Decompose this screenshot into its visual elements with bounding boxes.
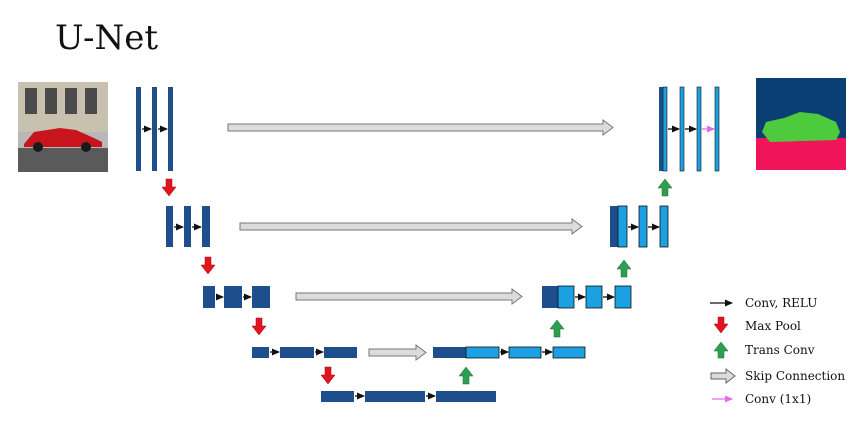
skip-connection-arrow-1: [227, 119, 614, 136]
enc2-block-2: [184, 206, 191, 247]
dec1-block-2: [679, 86, 685, 172]
enc1-block-1: [136, 87, 141, 171]
dec2-upsampled-block: [617, 205, 628, 248]
diagram-title: U-Net: [55, 18, 159, 58]
dec2-block-3: [659, 205, 669, 248]
red-down-arrow-icon: [713, 316, 729, 334]
dec2-copied-block: [610, 206, 618, 247]
green-up-arrow-icon: [713, 341, 729, 359]
dec3-block-3: [614, 285, 632, 309]
enc3-block-2: [224, 286, 242, 308]
bottleneck-block-3: [436, 391, 496, 402]
enc1-block-3: [168, 87, 173, 171]
dec4-copied-block: [433, 347, 466, 358]
enc3-block-3: [252, 286, 270, 308]
legend: Conv, RELU Max Pool Trans Conv Skip Conn…: [710, 296, 845, 406]
skip-connection-arrow-4: [368, 344, 427, 361]
trans-conv-arrow-icon: [458, 366, 474, 385]
dec4-block-2: [508, 346, 542, 359]
dec1-output-block: [714, 86, 720, 172]
bottleneck-block-1: [321, 391, 354, 402]
enc2-block-3: [202, 206, 210, 247]
dec3-block-2: [585, 285, 603, 309]
dec3-copied-block: [542, 286, 558, 308]
dec1-block-3: [696, 86, 702, 172]
dec4-block-3: [552, 346, 586, 359]
max-pool-arrow-icon: [320, 366, 336, 385]
enc2-block-1: [166, 206, 173, 247]
dec3-upsampled-block: [557, 285, 575, 309]
legend-label-max-pool: Max Pool: [745, 319, 801, 333]
enc1-block-2: [152, 87, 157, 171]
red-car-photo-icon: [18, 82, 108, 172]
bottleneck-block-2: [365, 391, 425, 402]
dec1-copied-block: [659, 87, 663, 171]
legend-label-trans-conv: Trans Conv: [745, 343, 815, 357]
enc4-block-1: [252, 347, 269, 358]
enc4-block-3: [324, 347, 357, 358]
enc4-block-2: [280, 347, 314, 358]
max-pool-arrow-icon: [251, 317, 267, 336]
legend-label-conv-relu: Conv, RELU: [745, 296, 817, 310]
legend-label-conv-1x1: Conv (1x1): [745, 392, 811, 406]
trans-conv-arrow-icon: [616, 259, 632, 278]
dec2-block-2: [638, 205, 648, 248]
skip-connection-arrow-3: [295, 288, 523, 305]
segmentation-mask-icon: [756, 78, 846, 170]
legend-label-skip-connection: Skip Connection: [745, 369, 845, 383]
trans-conv-arrow-icon: [549, 319, 565, 338]
trans-conv-arrow-icon: [657, 178, 673, 197]
max-pool-arrow-icon: [161, 178, 177, 197]
dec4-upsampled-block: [465, 346, 500, 359]
gray-hollow-arrow-icon: [710, 367, 736, 385]
dec1-upsampled-block: [662, 86, 668, 172]
skip-connection-arrow-2: [239, 218, 583, 235]
enc3-block-1: [203, 286, 215, 308]
max-pool-arrow-icon: [200, 256, 216, 275]
